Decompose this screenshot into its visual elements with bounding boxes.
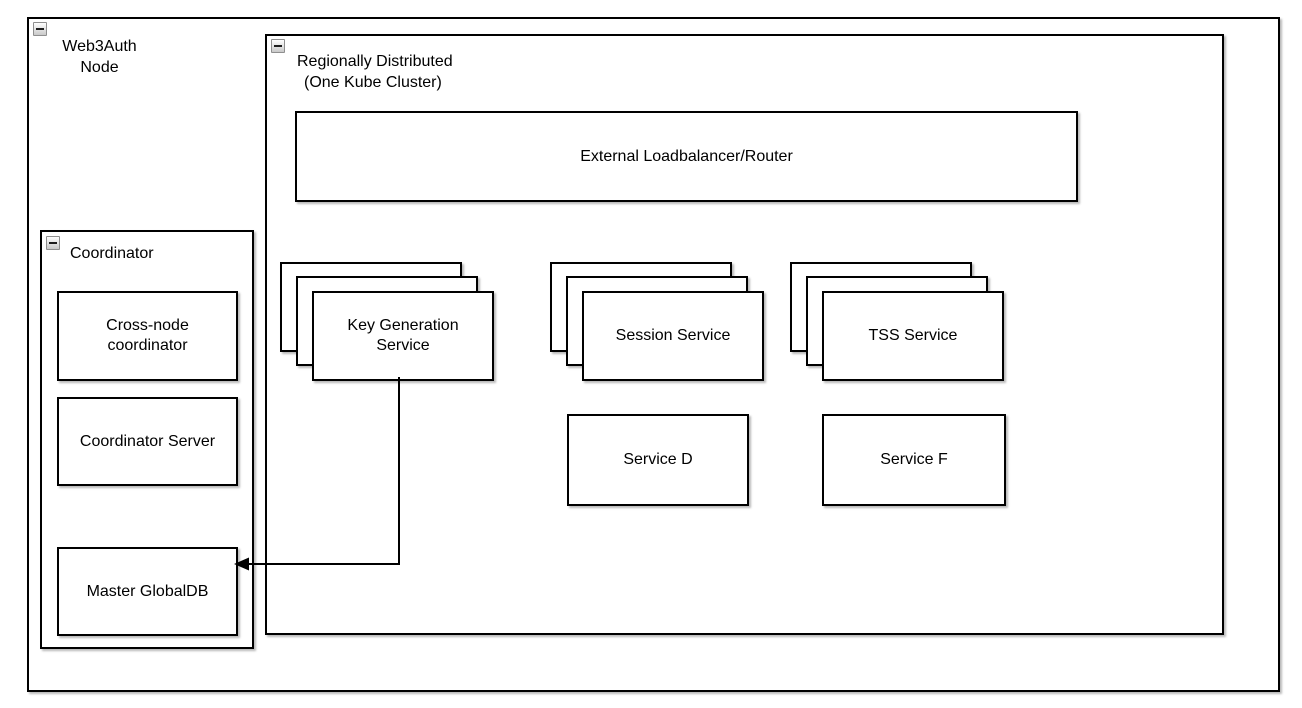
label-line: Web3Auth: [62, 38, 137, 55]
label-line: Key Generation: [347, 317, 459, 334]
node-service-d[interactable]: Service D: [567, 414, 749, 506]
node-coordinator-server[interactable]: Coordinator Server: [57, 397, 238, 486]
label-line: Service: [376, 337, 430, 354]
node-service-f[interactable]: Service F: [822, 414, 1006, 506]
minus-icon: [274, 45, 282, 47]
node-label: Cross-node coordinator: [106, 316, 189, 356]
node-label: TSS Service: [869, 326, 958, 346]
node-label: Master GlobalDB: [87, 582, 209, 602]
node-master-globaldb[interactable]: Master GlobalDB: [57, 547, 238, 636]
group-coordinator[interactable]: Coordinator Cross-node coordinator Coord…: [40, 230, 254, 649]
node-label: Service D: [623, 450, 692, 470]
node-cross-node-coordinator[interactable]: Cross-node coordinator: [57, 291, 238, 381]
collapse-button[interactable]: [46, 236, 60, 250]
node-label: Key Generation Service: [347, 316, 458, 356]
label-line: Coordinator Server: [79, 432, 216, 450]
group-label-regionally-distributed: Regionally Distributed (One Kube Cluster…: [297, 51, 453, 93]
label-line: Service F: [880, 451, 948, 468]
group-regionally-distributed[interactable]: Regionally Distributed (One Kube Cluster…: [265, 34, 1224, 635]
node-external-loadbalancer-router[interactable]: External Loadbalancer/Router: [295, 111, 1078, 202]
group-web3auth-node[interactable]: Web3Auth Node Coordinator Cross-node coo…: [27, 17, 1280, 692]
label-line: TSS Service: [868, 327, 958, 344]
label-line: Node: [80, 59, 119, 76]
label-line: Master GlobalDB: [86, 582, 209, 600]
collapse-button[interactable]: [271, 39, 285, 53]
node-key-generation-service[interactable]: Key Generation Service: [312, 291, 494, 381]
stack-session-service: Session Service: [550, 262, 764, 381]
minus-icon: [36, 28, 44, 30]
node-label: External Loadbalancer/Router: [580, 147, 793, 167]
stack-tss-service: TSS Service: [790, 262, 1004, 381]
node-label: Session Service: [616, 326, 731, 346]
node-tss-service[interactable]: TSS Service: [822, 291, 1004, 381]
label-line: Cross-node: [106, 317, 189, 334]
stack-key-generation-service: Key Generation Service: [280, 262, 494, 381]
label-line: Service D: [623, 451, 693, 468]
node-label: Coordinator Server: [80, 432, 215, 452]
label-line: Session Service: [615, 327, 731, 344]
group-label-web3auth-node: Web3Auth Node: [47, 36, 152, 78]
label-line: External Loadbalancer/Router: [580, 147, 793, 165]
node-session-service[interactable]: Session Service: [582, 291, 764, 381]
node-label: Service F: [880, 450, 948, 470]
group-label-coordinator: Coordinator: [70, 243, 154, 264]
collapse-button[interactable]: [33, 22, 47, 36]
label-line: Coordinator: [70, 245, 154, 262]
label-line: (One Kube Cluster): [304, 74, 442, 91]
minus-icon: [49, 242, 57, 244]
label-line: coordinator: [107, 337, 188, 354]
label-line: Regionally Distributed: [297, 53, 453, 70]
